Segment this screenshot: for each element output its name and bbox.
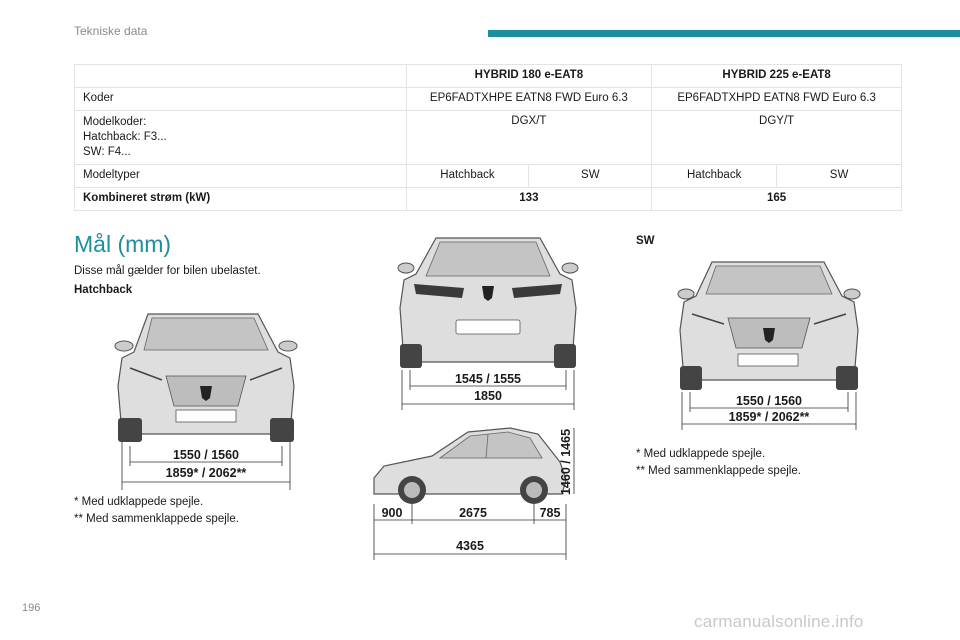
table-header-hybrid225: HYBRID 225 e-EAT8 bbox=[651, 64, 902, 88]
row-label-power: Kombineret strøm (kW) bbox=[74, 187, 407, 211]
sw-front-drawing: 1550 / 1560 1859* / 2062** bbox=[677, 261, 861, 430]
table-row: Kombineret strøm (kW) 133 165 bbox=[74, 187, 902, 211]
hatchback-notes: * Med udklappede spejle. ** Med sammenkl… bbox=[74, 494, 239, 528]
modeltype-cell: Hatchback bbox=[651, 164, 778, 188]
note-folded-mirrors: ** Med sammenklappede spejle. bbox=[74, 513, 239, 525]
rear-width-label: 1850 bbox=[474, 389, 502, 403]
hatchback-label: Hatchback bbox=[74, 284, 133, 296]
rear-track-label: 1545 / 1555 bbox=[455, 372, 521, 386]
side-height-label: 1460 / 1465 bbox=[559, 429, 573, 495]
hb-front-width-label: 1859* / 2062** bbox=[166, 466, 247, 480]
spec-table: HYBRID 180 e-EAT8 HYBRID 225 e-EAT8 Kode… bbox=[74, 64, 902, 211]
modelkoder-line1: Modelkoder: bbox=[83, 116, 147, 128]
row-label-koder: Koder bbox=[74, 87, 407, 111]
hatchback-rear-drawing: 1545 / 1555 1850 bbox=[397, 237, 579, 410]
table-row: Modeltyper Hatchback SW Hatchback SW bbox=[74, 164, 902, 188]
intro-text: Disse mål gælder for bilen ubelastet. bbox=[74, 265, 261, 277]
koder-hybrid225: EP6FADTXHPD EATN8 FWD Euro 6.3 bbox=[651, 87, 902, 111]
table-row: Koder EP6FADTXHPE EATN8 FWD Euro 6.3 EP6… bbox=[74, 87, 902, 111]
side-front-overhang-label: 900 bbox=[382, 506, 403, 520]
sw-track-label: 1550 / 1560 bbox=[736, 394, 802, 408]
row-label-modeltyper: Modeltyper bbox=[74, 164, 407, 188]
sw-width-label: 1859* / 2062** bbox=[729, 410, 810, 424]
sw-notes: * Med udklappede spejle. ** Med sammenkl… bbox=[636, 446, 801, 480]
modeltype-cell: Hatchback bbox=[405, 164, 530, 188]
modelkoder-line2: Hatchback: F3... bbox=[83, 131, 167, 143]
hb-front-track-label: 1550 / 1560 bbox=[173, 448, 239, 462]
car-front-illustration bbox=[677, 261, 861, 390]
modelkoder-hybrid225: DGY/T bbox=[651, 110, 902, 165]
header-accent-bar bbox=[488, 30, 960, 37]
table-header-empty bbox=[74, 64, 407, 88]
section-title: Mål (mm) bbox=[74, 231, 172, 257]
table-header-hybrid180: HYBRID 180 e-EAT8 bbox=[405, 64, 653, 88]
modeltype-cell: SW bbox=[776, 164, 902, 188]
watermark-text: carmanualsonline.info bbox=[694, 612, 864, 631]
note-unfolded-mirrors: * Med udklappede spejle. bbox=[74, 496, 204, 508]
table-header-row: HYBRID 180 e-EAT8 HYBRID 225 e-EAT8 bbox=[74, 64, 902, 88]
side-length-label: 4365 bbox=[456, 539, 484, 553]
car-side-illustration bbox=[373, 427, 567, 504]
note-unfolded-mirrors: * Med udklappede spejle. bbox=[636, 448, 766, 460]
power-hybrid180: 133 bbox=[405, 187, 653, 211]
side-rear-overhang-label: 785 bbox=[540, 506, 561, 520]
table-row: Modelkoder: Hatchback: F3... SW: F4... D… bbox=[74, 110, 902, 165]
side-wheelbase-label: 2675 bbox=[459, 506, 487, 520]
header-title: Tekniske data bbox=[74, 24, 148, 38]
modelkoder-line3: SW: F4... bbox=[83, 146, 131, 158]
power-hybrid225: 165 bbox=[651, 187, 902, 211]
car-front-illustration bbox=[114, 313, 298, 442]
row-label-modelkoder: Modelkoder: Hatchback: F3... SW: F4... bbox=[74, 110, 407, 165]
modeltype-cell: SW bbox=[528, 164, 653, 188]
note-folded-mirrors: ** Med sammenklappede spejle. bbox=[636, 465, 801, 477]
hatchback-front-drawing: 1550 / 1560 1859* / 2062** bbox=[114, 313, 298, 490]
modelkoder-hybrid180: DGX/T bbox=[405, 110, 653, 165]
koder-hybrid180: EP6FADTXHPE EATN8 FWD Euro 6.3 bbox=[405, 87, 653, 111]
hatchback-side-drawing: 900 2675 785 4365 1460 / 1465 bbox=[373, 427, 575, 560]
car-rear-illustration bbox=[397, 237, 579, 368]
sw-label: SW bbox=[636, 235, 655, 247]
page-number: 196 bbox=[22, 602, 41, 614]
